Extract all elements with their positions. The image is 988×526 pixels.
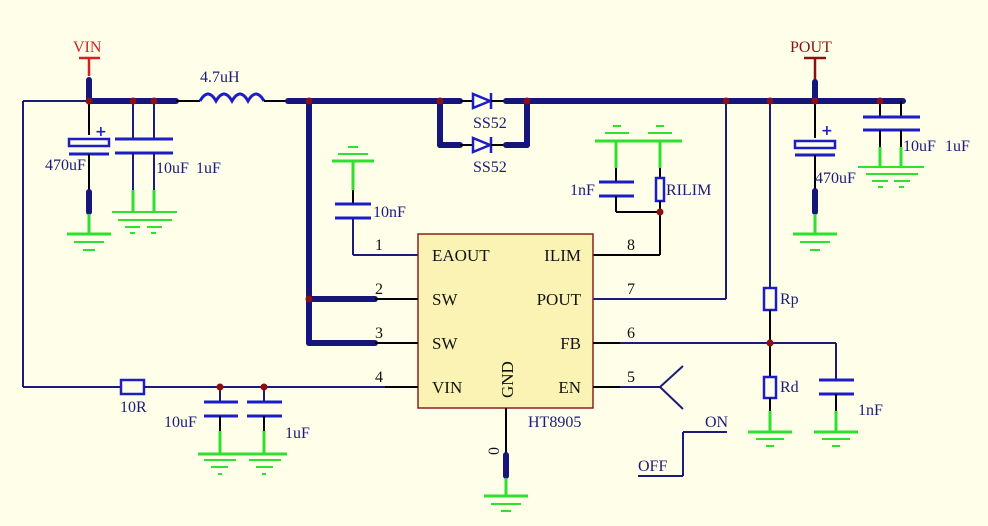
cvin-1u-label: 1uF [285, 425, 310, 442]
c-fb-label: 1nF [858, 402, 883, 419]
cap-470uF-input[interactable]: + 470uF [45, 101, 111, 251]
input-rail [22, 98, 200, 387]
r-gnd-label: 0 [486, 447, 503, 455]
chip-ht8905[interactable]: EAOUT SW SW VIN ILIM POUT FB EN GND HT89… [417, 233, 594, 431]
pout-port[interactable]: POUT [790, 39, 832, 103]
cap-10uF-1uF-input[interactable]: 10uF 1uF [112, 101, 221, 234]
c-eaout-label: 10nF [373, 204, 406, 221]
diode-ss52-2[interactable]: SS52 [460, 136, 507, 176]
chip-pins: 1 2 3 4 8 7 6 5 [375, 237, 635, 388]
cap-10nF-eaout[interactable]: 10nF [332, 146, 418, 256]
cin-10u-label: 10uF [156, 160, 189, 177]
cout-10u-label: 10uF [903, 138, 936, 155]
c-ilim-label: 1nF [570, 182, 595, 199]
diode1-label: SS52 [473, 115, 507, 132]
inductor-4.7uH[interactable]: 4.7uH [198, 69, 266, 105]
r-vin-label: 10R [120, 399, 147, 416]
pin-num-7: 7 [627, 281, 635, 298]
pin-num-3: 3 [375, 325, 383, 342]
ilim-network[interactable]: 1nF RILIM [570, 125, 711, 256]
vin-port[interactable]: VIN [73, 39, 102, 103]
pin-num-2: 2 [375, 281, 383, 298]
cin-1u-label: 1uF [196, 160, 221, 177]
junction-dot [811, 97, 819, 105]
pin-name-gnd: GND [498, 361, 517, 398]
fb-network[interactable]: Rp Rd 1nF [620, 286, 883, 447]
sw-node-bus [285, 98, 463, 346]
junction-dot [656, 208, 664, 216]
pin-num-5: 5 [627, 369, 635, 386]
pin-name-vin: VIN [432, 378, 462, 397]
vin-port-label: VIN [73, 39, 102, 56]
junction-dot [436, 97, 444, 105]
cout-1u-label: 1uF [945, 138, 970, 155]
vin-filter[interactable]: 10R 10uF 1uF [23, 378, 385, 475]
junction-dot [722, 97, 730, 105]
junctions [85, 97, 884, 391]
junction-dot [260, 383, 268, 391]
diode2-label: SS52 [473, 159, 507, 176]
r-ilim-label: RILIM [666, 182, 711, 199]
output-bus [503, 98, 906, 148]
chip-gnd-0ohm[interactable]: 0 [484, 408, 528, 512]
pin-name-sw-2: SW [432, 290, 458, 309]
junction-dot [305, 97, 313, 105]
pin-num-1: 1 [375, 237, 383, 254]
cap-10uF-1uF-output[interactable]: 10uF 1uF [858, 101, 970, 188]
rd-label: Rd [780, 379, 799, 396]
junction-dot [766, 339, 774, 347]
switch-off-label: OFF [638, 458, 667, 475]
pin-name-pout: POUT [537, 290, 582, 309]
rp-label: Rp [780, 291, 799, 308]
junction-dot [305, 295, 313, 303]
chip-name: HT8905 [528, 414, 581, 431]
pin-num-6: 6 [627, 325, 635, 342]
cout-bulk-label: 470uF [815, 170, 856, 187]
pout-port-label: POUT [790, 39, 832, 56]
cap-470uF-output[interactable]: + 470uF [793, 101, 856, 251]
pin-num-8: 8 [627, 237, 635, 254]
inductor-label: 4.7uH [200, 69, 240, 86]
cin-bulk-label: 470uF [45, 157, 86, 174]
junction-dot [85, 97, 93, 105]
pin-name-ilim: ILIM [544, 246, 581, 265]
cvin-10u-label: 10uF [164, 414, 197, 431]
junction-dot [150, 97, 158, 105]
diode-ss52-1[interactable]: SS52 [460, 92, 507, 132]
svg-text:+: + [95, 124, 107, 140]
en-switch[interactable]: ON OFF [620, 365, 729, 477]
junction-dot [523, 97, 531, 105]
junction-dot [216, 383, 224, 391]
pin-name-sw-3: SW [432, 334, 458, 353]
svg-text:+: + [821, 123, 833, 139]
junction-dot [876, 97, 884, 105]
pout-sense [593, 101, 771, 300]
pin-name-eaout: EAOUT [432, 246, 490, 265]
junction-dot [766, 97, 774, 105]
pin-name-fb: FB [560, 334, 581, 353]
junction-dot [129, 97, 137, 105]
switch-on-label: ON [705, 414, 729, 431]
pin-name-en: EN [558, 378, 581, 397]
pin-num-4: 4 [375, 369, 383, 386]
